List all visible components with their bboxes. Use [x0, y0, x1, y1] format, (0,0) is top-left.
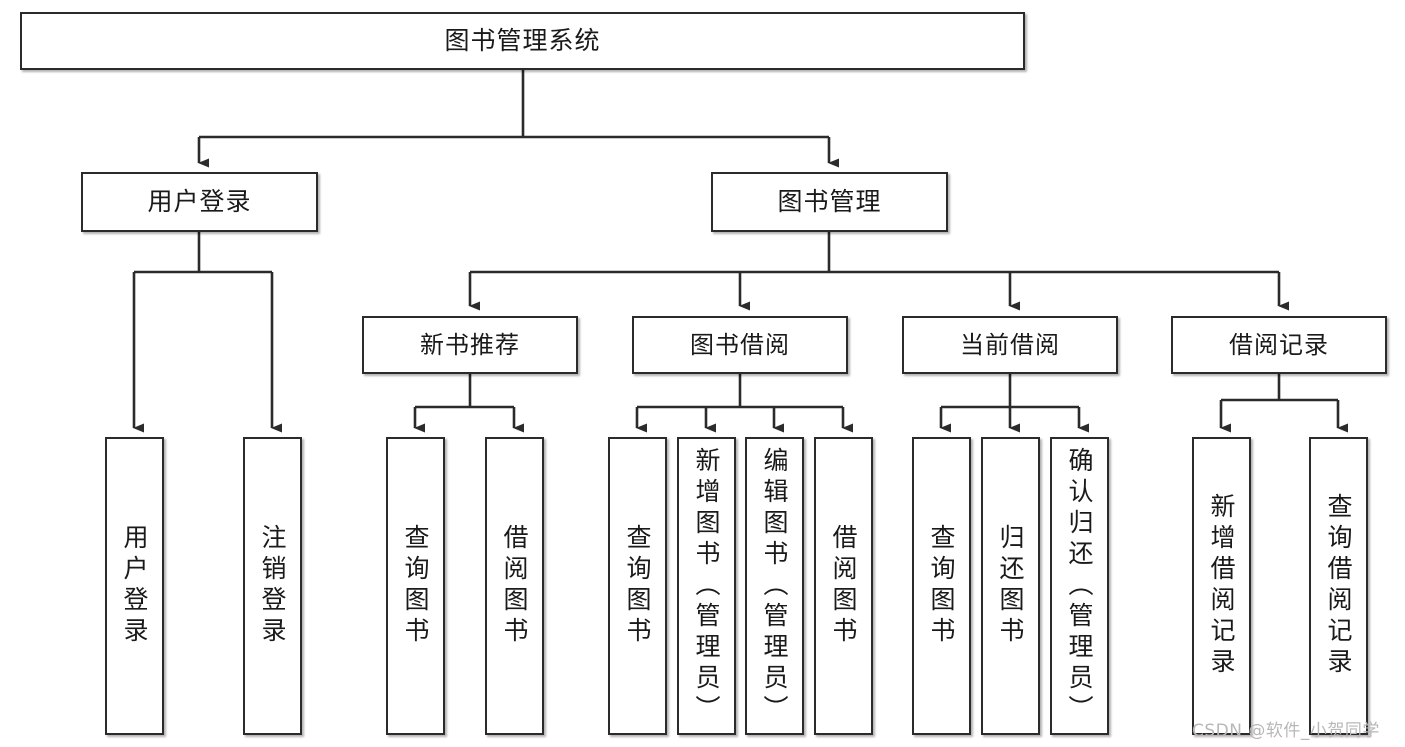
leaf-add-borrow-record-label: 新增借阅记录: [1207, 493, 1236, 679]
leaf-borrow-book-borrow[interactable]: 借阅图书: [814, 437, 873, 735]
leaf-add-book-admin[interactable]: 新增图书（管理员）: [677, 437, 736, 735]
leaf-query-book-borrow[interactable]: 查询图书: [608, 437, 667, 735]
node-current-borrow[interactable]: 当前借阅: [902, 316, 1118, 374]
node-book-management[interactable]: 图书管理: [711, 172, 948, 232]
leaf-query-book-current[interactable]: 查询图书: [912, 437, 971, 735]
leaf-add-borrow-record[interactable]: 新增借阅记录: [1192, 437, 1251, 735]
node-borrow-record[interactable]: 借阅记录: [1171, 316, 1387, 374]
leaf-borrow-book-borrow-label: 借阅图书: [829, 524, 858, 648]
node-current-borrow-label: 当前借阅: [960, 330, 1060, 359]
node-book-borrow-label: 图书借阅: [690, 330, 790, 359]
leaf-query-book-recommend[interactable]: 查询图书: [386, 437, 445, 735]
node-book-management-label: 图书管理: [777, 187, 882, 217]
leaf-edit-book-admin[interactable]: 编辑图书（管理员）: [745, 437, 804, 735]
leaf-edit-book-admin-label: 编辑图书（管理员）: [760, 446, 789, 726]
leaf-logout-login[interactable]: 注销登录: [243, 437, 302, 735]
leaf-query-borrow-record-label: 查询借阅记录: [1324, 493, 1353, 679]
csdn-watermark: CSDN @软件_小贺同学: [1192, 721, 1380, 741]
node-new-book-recommend[interactable]: 新书推荐: [362, 316, 578, 374]
node-borrow-record-label: 借阅记录: [1229, 330, 1329, 359]
leaf-return-book-label: 归还图书: [996, 524, 1025, 648]
leaf-query-book-borrow-label: 查询图书: [623, 524, 652, 648]
node-user-login-label: 用户登录: [147, 187, 252, 217]
node-root-book-management-system[interactable]: 图书管理系统: [20, 12, 1025, 70]
node-root-label: 图书管理系统: [444, 26, 601, 56]
leaf-query-book-current-label: 查询图书: [927, 524, 956, 648]
leaf-add-book-admin-label: 新增图书（管理员）: [692, 446, 721, 726]
leaf-user-login-label: 用户登录: [120, 524, 149, 648]
node-user-login[interactable]: 用户登录: [81, 172, 318, 232]
leaf-query-book-recommend-label: 查询图书: [401, 524, 430, 648]
leaf-borrow-book-recommend[interactable]: 借阅图书: [485, 437, 544, 735]
node-book-borrow[interactable]: 图书借阅: [632, 316, 848, 374]
leaf-confirm-return-admin-label: 确认归还（管理员）: [1065, 446, 1094, 726]
leaf-confirm-return-admin[interactable]: 确认归还（管理员）: [1050, 437, 1109, 735]
leaf-borrow-book-recommend-label: 借阅图书: [500, 524, 529, 648]
node-new-book-recommend-label: 新书推荐: [420, 330, 520, 359]
leaf-return-book[interactable]: 归还图书: [981, 437, 1040, 735]
leaf-logout-login-label: 注销登录: [258, 524, 287, 648]
leaf-user-login[interactable]: 用户登录: [105, 437, 164, 735]
leaf-query-borrow-record[interactable]: 查询借阅记录: [1309, 437, 1368, 735]
